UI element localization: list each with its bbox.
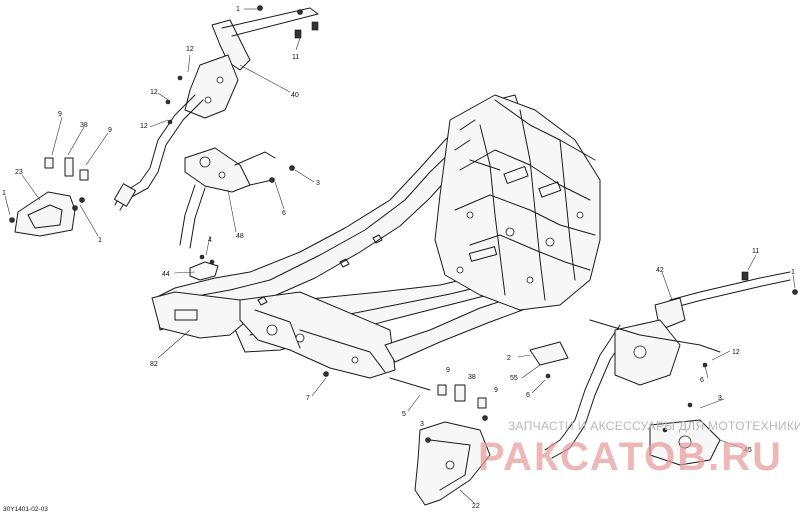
callout-6-low: 6 <box>526 392 530 399</box>
main-frame <box>151 94 601 379</box>
part-23-plate <box>9 157 89 237</box>
callout-1-left: 1 <box>2 190 6 197</box>
callout-4: 4 <box>208 237 212 244</box>
part-22-bracket <box>414 384 491 506</box>
callout-6-mid: 6 <box>282 210 286 217</box>
callout-44: 44 <box>162 271 170 278</box>
callout-22: 22 <box>472 503 480 510</box>
callout-1-top: 1 <box>236 6 240 13</box>
callout-1-left-b: 1 <box>98 237 102 244</box>
callout-38-left: 38 <box>80 122 88 129</box>
callout-11-right: 11 <box>752 248 759 255</box>
callout-23: 23 <box>15 169 23 176</box>
callout-82: 82 <box>150 361 158 368</box>
callout-11-top: 11 <box>292 54 299 61</box>
diagram-code: 30Y1401-02-03 <box>3 506 48 513</box>
callout-2: 2 <box>507 355 511 362</box>
part-42-bracket <box>544 271 798 466</box>
callout-12-b: 12 <box>150 89 158 96</box>
callout-labels: 1 11 12 12 12 40 9 38 9 23 1 1 3 6 48 4 … <box>2 6 795 510</box>
callout-12-right: 12 <box>732 349 740 356</box>
callout-12-c: 12 <box>140 123 148 130</box>
watermark: ЗАПЧАСТИ И АКСЕССУАРЫ ДЛЯ МОТОТЕХНИКИ РА… <box>478 419 800 479</box>
callout-48: 48 <box>236 233 244 240</box>
callout-9-low-b: 9 <box>494 387 498 394</box>
callout-3-mid: 3 <box>316 180 320 187</box>
watermark-logo: РАКСАТОВ.RU <box>478 435 783 479</box>
callout-38-low: 38 <box>468 374 476 381</box>
leader-lines <box>4 8 796 504</box>
callout-7: 7 <box>306 395 310 402</box>
callout-5: 5 <box>402 411 406 418</box>
callout-9-low: 9 <box>446 367 450 374</box>
part-40-bracket <box>113 5 319 211</box>
callout-3-right: 3 <box>718 395 722 402</box>
callout-40: 40 <box>291 92 299 99</box>
part-48-bracket <box>179 147 295 249</box>
callout-45: 45 <box>744 447 752 454</box>
callout-3-low: 3 <box>420 421 424 428</box>
callout-12-a: 12 <box>186 46 194 53</box>
callout-55: 55 <box>510 375 518 382</box>
callout-6-right: 6 <box>700 377 704 384</box>
callout-9-left-b: 9 <box>108 127 112 134</box>
callout-1-right: 1 <box>791 269 795 276</box>
watermark-text: ЗАПЧАСТИ И АКСЕССУАРЫ ДЛЯ МОТОТЕХНИКИ <box>508 419 800 433</box>
bolt-5 <box>323 371 431 391</box>
part-44-bracket <box>189 254 219 281</box>
part-55-bracket <box>529 341 569 379</box>
callout-42: 42 <box>656 267 664 274</box>
callout-9-left: 9 <box>58 111 62 118</box>
